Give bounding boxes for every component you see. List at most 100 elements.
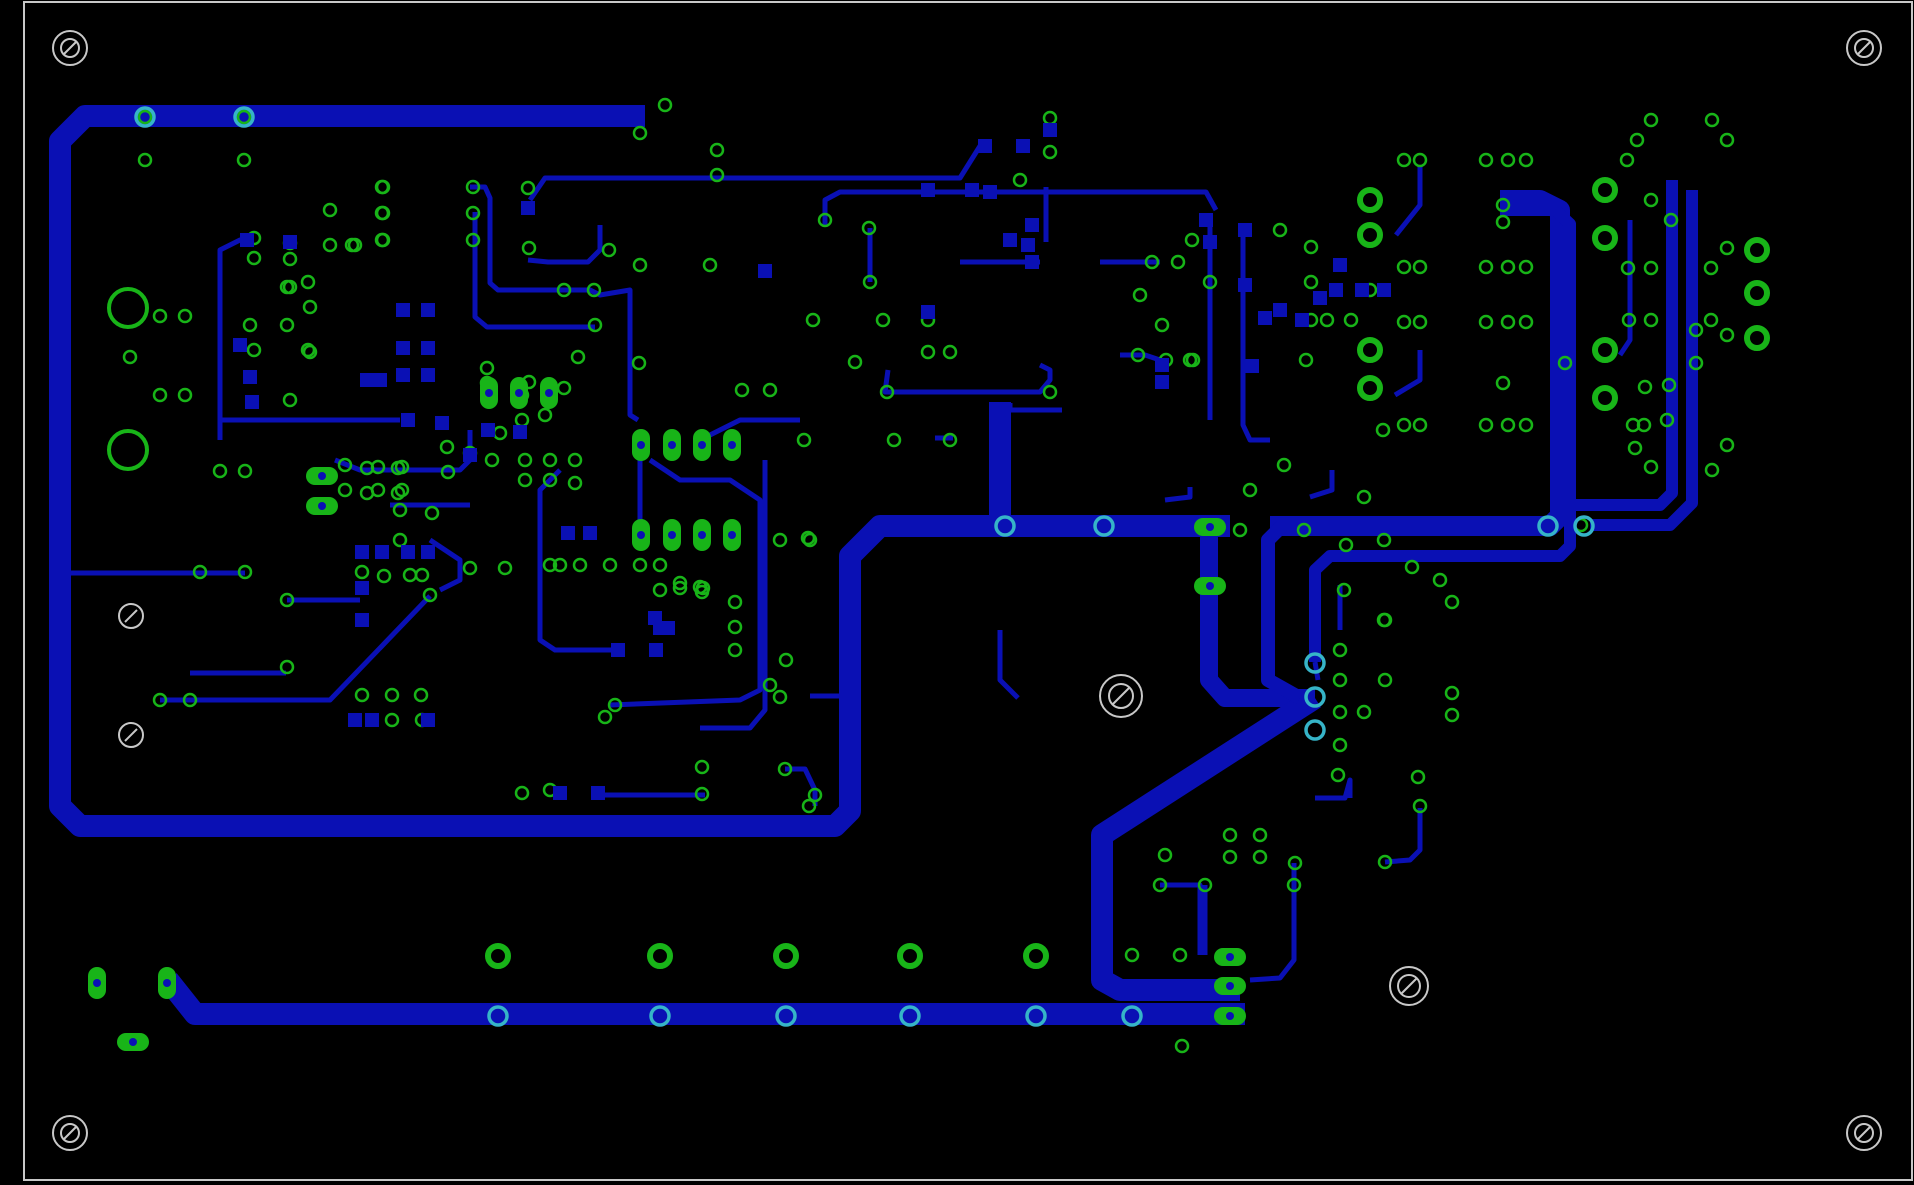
pad [1330, 767, 1346, 783]
pad [394, 482, 410, 498]
pad [237, 564, 253, 580]
large-pad [1357, 337, 1383, 363]
drill-hole [485, 389, 493, 397]
pad [586, 282, 602, 298]
pad [1376, 532, 1392, 548]
smd-pad [365, 713, 379, 727]
smd-pad [1003, 233, 1017, 247]
via [1304, 652, 1326, 674]
board-outline [23, 1, 1913, 1181]
pad [942, 432, 958, 448]
via [899, 1005, 921, 1027]
via [1304, 719, 1326, 741]
pad [1620, 260, 1636, 276]
pad [1518, 152, 1534, 168]
smd-pad [1155, 375, 1169, 389]
drill-hole [728, 531, 736, 539]
smd-pad [240, 233, 254, 247]
pad [1319, 312, 1335, 328]
drop-trace [1200, 526, 1315, 707]
pad [300, 342, 316, 358]
pad [152, 692, 168, 708]
pad [1719, 327, 1735, 343]
drill-hole [1206, 523, 1214, 531]
pad [422, 587, 438, 603]
smd-pad [355, 581, 369, 595]
pad [152, 387, 168, 403]
pad [300, 274, 316, 290]
smd-pad [481, 423, 495, 437]
large-pad [773, 943, 799, 969]
pad [322, 202, 338, 218]
smd-pad [463, 448, 477, 462]
pad [1232, 522, 1248, 538]
pad [1185, 352, 1201, 368]
pad [484, 452, 500, 468]
drill-hole [515, 389, 523, 397]
pad [497, 560, 513, 576]
pad [727, 619, 743, 635]
large-pad [1357, 222, 1383, 248]
mount-hole-bl [52, 1115, 88, 1151]
pad [632, 557, 648, 573]
smd-pad [611, 643, 625, 657]
smd-pad [1016, 139, 1030, 153]
mount-hole-tr [1846, 30, 1882, 66]
pad [242, 317, 258, 333]
smd-pad [401, 545, 415, 559]
pad [1222, 849, 1238, 865]
pad [514, 412, 530, 428]
pad [567, 475, 583, 491]
smd-pad [421, 368, 435, 382]
pad [572, 557, 588, 573]
right-bus-trace [1270, 190, 1570, 536]
via [775, 1005, 797, 1027]
pad [694, 786, 710, 802]
drill-hole [1226, 982, 1234, 990]
drill-hole [668, 531, 676, 539]
drill-hole [163, 979, 171, 987]
pad [920, 344, 936, 360]
pad [1495, 197, 1511, 213]
pad [1396, 259, 1412, 275]
pad [1412, 798, 1428, 814]
pad [374, 205, 390, 221]
pad [772, 532, 788, 548]
pad [1661, 377, 1677, 393]
pad [807, 787, 823, 803]
pad [1296, 522, 1312, 538]
via [1304, 686, 1326, 708]
pad [465, 205, 481, 221]
pad [861, 220, 877, 236]
pad [1621, 312, 1637, 328]
pad [1637, 379, 1653, 395]
smd-pad [1245, 359, 1259, 373]
power-traces [49, 105, 1698, 1025]
pad [1643, 312, 1659, 328]
pad-layer [88, 97, 1770, 1054]
capacitor-pad [107, 429, 149, 471]
smd-pad [583, 526, 597, 540]
smd-pad [421, 341, 435, 355]
pad [1396, 314, 1412, 330]
pad [632, 125, 648, 141]
via [233, 106, 255, 128]
pad [734, 382, 750, 398]
smd-pad [421, 713, 435, 727]
drill-hole [93, 979, 101, 987]
pad [1252, 827, 1268, 843]
smd-pad [421, 303, 435, 317]
pad [601, 242, 617, 258]
pad [1332, 672, 1348, 688]
smd-pad [1273, 303, 1287, 317]
pad [322, 237, 338, 253]
pad [1557, 355, 1573, 371]
pad [1356, 704, 1372, 720]
smd-pad [396, 368, 410, 382]
large-pad [1744, 280, 1770, 306]
upper-right-trace [1309, 204, 1576, 662]
pad [1627, 440, 1643, 456]
pad [402, 567, 418, 583]
